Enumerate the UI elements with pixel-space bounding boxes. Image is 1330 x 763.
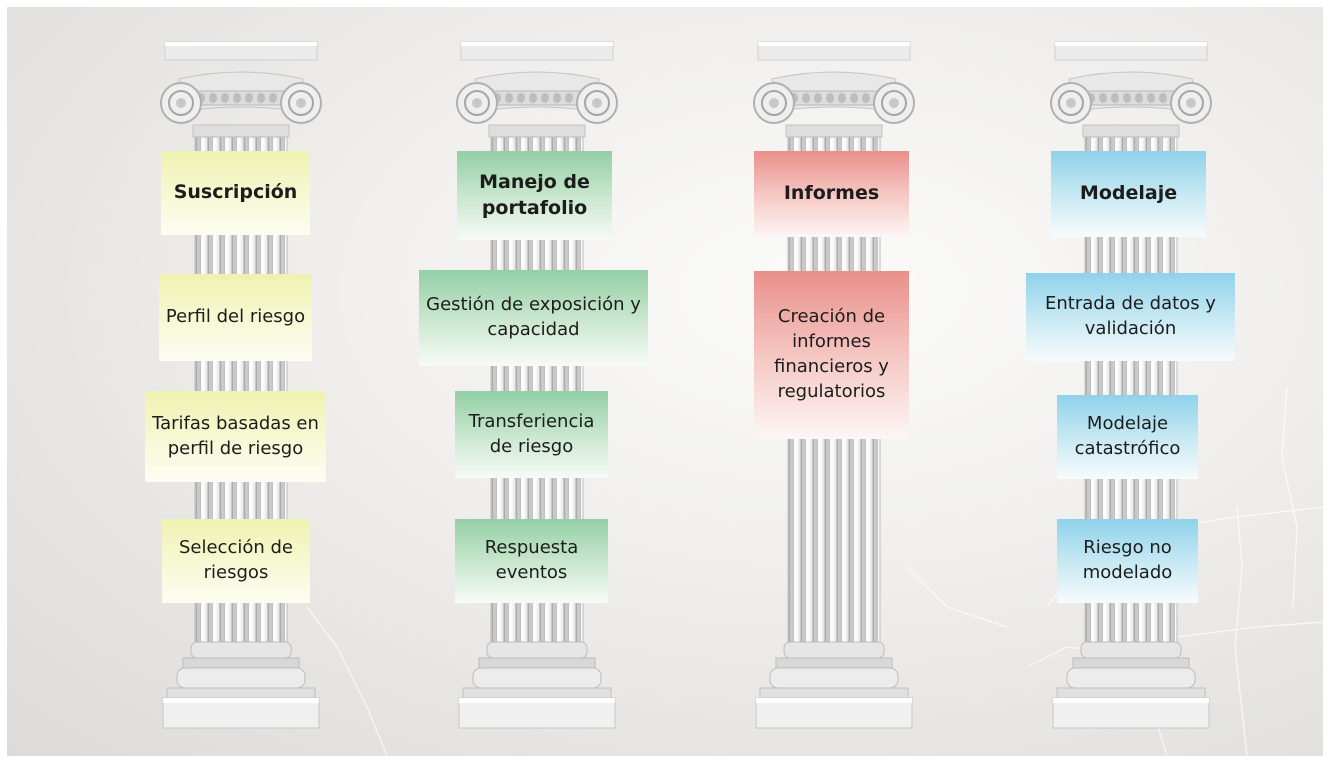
column-item: Riesgo no modelado [1057, 519, 1198, 603]
column-item: Entrada de datos y validación [1026, 273, 1235, 361]
column-title: Informes [754, 151, 909, 237]
column-title: Modelaje [1051, 151, 1206, 237]
column-modelaje: Modelaje Entrada de datos y validación M… [991, 7, 1271, 756]
ionic-column-icon [160, 41, 322, 729]
column-item: Modelaje catastrófico [1057, 395, 1198, 479]
column-item: Perfil del riesgo [159, 274, 312, 361]
column-suscripcion: Suscripción Perfil del riesgo Tarifas ba… [101, 7, 381, 756]
column-title: Manejo de portafolio [457, 151, 612, 240]
column-title: Suscripción [161, 151, 310, 235]
diagram-canvas: Suscripción Perfil del riesgo Tarifas ba… [7, 7, 1323, 756]
column-item: Creación de informes financieros y regul… [754, 271, 909, 439]
column-item: Gestión de exposición y capacidad [419, 270, 648, 366]
ionic-column-icon [1050, 41, 1212, 729]
column-manejo-de-portafolio: Manejo de portafolio Gestión de exposici… [397, 7, 677, 756]
column-item: Selección de riesgos [162, 519, 310, 603]
column-informes: Informes Creación de informes financiero… [694, 7, 974, 756]
ionic-column-icon [456, 41, 618, 729]
column-item: Transferiencia de riesgo [455, 391, 608, 478]
column-item: Respuesta eventos [455, 519, 608, 603]
column-item: Tarifas basadas en perfil de riesgo [145, 391, 326, 482]
